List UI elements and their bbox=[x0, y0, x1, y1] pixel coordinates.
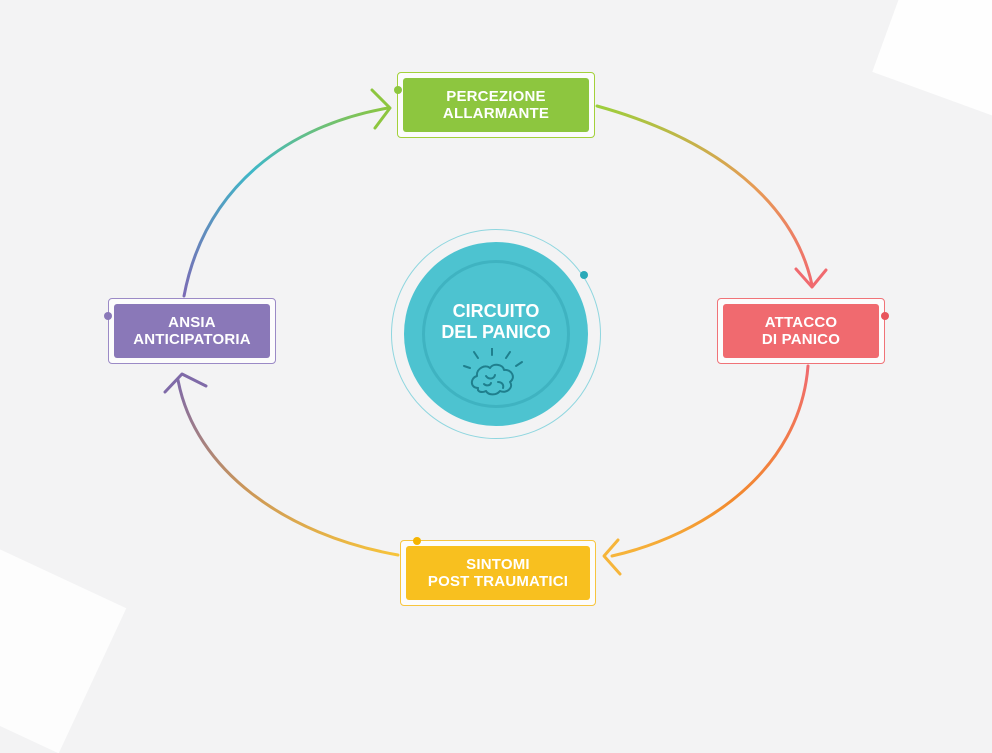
arrowhead bbox=[370, 88, 392, 130]
node-percezione-allarmante: PERCEZIONE ALLARMANTE bbox=[394, 72, 595, 138]
flow-arrow-percezione-attacco bbox=[595, 104, 814, 287]
node-dot bbox=[881, 312, 889, 320]
center-outer-ring bbox=[391, 229, 601, 439]
node-attacco-di-panico: ATTACCO DI PANICO bbox=[717, 298, 889, 364]
node-label-line2: ALLARMANTE bbox=[442, 105, 550, 122]
ring-dot bbox=[580, 271, 588, 279]
node-ansia-anticipatoria: ANSIA ANTICIPATORIA bbox=[104, 298, 276, 364]
node-label-line1: SINTOMI bbox=[466, 556, 530, 573]
node-label-line1: PERCEZIONE bbox=[446, 88, 546, 105]
flow-arrow-attacco-sintomi bbox=[610, 364, 810, 558]
node-label-line2: POST TRAUMATICI bbox=[427, 573, 569, 590]
node-label-line2: ANTICIPATORIA bbox=[133, 331, 251, 348]
brain-icon bbox=[463, 348, 523, 396]
node-dot bbox=[104, 312, 112, 320]
node-dot bbox=[413, 537, 421, 545]
flow-arrow-sintomi-ansia bbox=[176, 378, 400, 557]
node-sintomi-post-traumatici: SINTOMI POST TRAUMATICI bbox=[400, 537, 596, 606]
node-label: ANSIA ANTICIPATORIA bbox=[114, 304, 270, 358]
node-label-line1: ATTACCO bbox=[764, 314, 838, 331]
node-label-line1: ANSIA bbox=[168, 314, 216, 331]
node-label: ATTACCO DI PANICO bbox=[723, 304, 879, 358]
node-label: SINTOMI POST TRAUMATICI bbox=[406, 546, 590, 600]
center-title-line1: CIRCUITO bbox=[452, 301, 540, 321]
arrowhead bbox=[794, 267, 828, 289]
arrowhead bbox=[602, 538, 622, 576]
center-title-line2: DEL PANICO bbox=[441, 322, 551, 342]
center-label: CIRCUITO DEL PANICO bbox=[422, 260, 570, 408]
cycle-arrows bbox=[163, 88, 828, 576]
flow-arrow-ansia-percezione bbox=[182, 106, 390, 298]
arrowhead bbox=[163, 372, 208, 394]
diagram-canvas: CIRCUITO DEL PANICO PERCEZIONE ALLARMANT… bbox=[104, 0, 992, 606]
node-label: PERCEZIONE ALLARMANTE bbox=[403, 78, 589, 132]
node-dot bbox=[394, 86, 402, 94]
node-label-line2: DI PANICO bbox=[761, 331, 841, 348]
